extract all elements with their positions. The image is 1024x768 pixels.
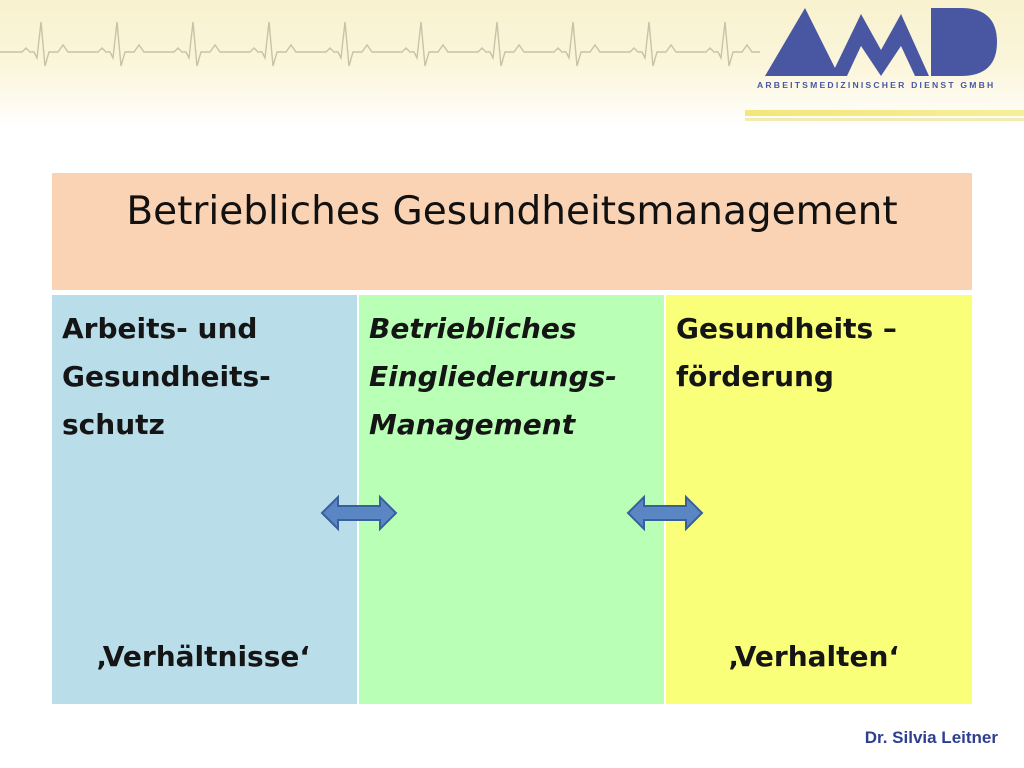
- column-gesundheitsfoerderung: Gesundheits – förderung ‚Verhalten‘: [666, 295, 972, 704]
- page-title: Betriebliches Gesundheitsmanagement: [126, 189, 898, 234]
- table-header: Betriebliches Gesundheitsmanagement: [52, 173, 972, 293]
- author-credit: Dr. Silvia Leitner: [864, 728, 998, 747]
- logo-underline-secondary: [745, 118, 1024, 121]
- column-footer-verhalten: ‚Verhalten‘: [728, 640, 900, 673]
- bgm-table: Betriebliches Gesundheitsmanagement Arbe…: [52, 173, 972, 704]
- column-heading: Arbeits- und Gesundheits- schutz: [62, 312, 271, 441]
- column-heading: Betriebliches Eingliederungs- Management: [369, 312, 617, 441]
- double-arrow-icon: [626, 494, 704, 532]
- column-arbeitsschutz: Arbeits- und Gesundheits- schutz ‚Verhäl…: [52, 295, 357, 704]
- ecg-line-icon: [0, 21, 760, 67]
- column-footer-verhaeltnisse: ‚Verhältnisse‘: [96, 640, 311, 673]
- logo-subtitle: ARBEITSMEDIZINISCHER DIENST GMBH: [757, 80, 996, 90]
- double-arrow-icon: [320, 494, 398, 532]
- column-heading: Gesundheits – förderung: [676, 312, 897, 393]
- column-bem: Betriebliches Eingliederungs- Management: [359, 295, 664, 704]
- logo-underline: [745, 110, 1024, 116]
- amd-logo: [765, 8, 997, 76]
- header-banner: ARBEITSMEDIZINISCHER DIENST GMBH: [0, 0, 1024, 128]
